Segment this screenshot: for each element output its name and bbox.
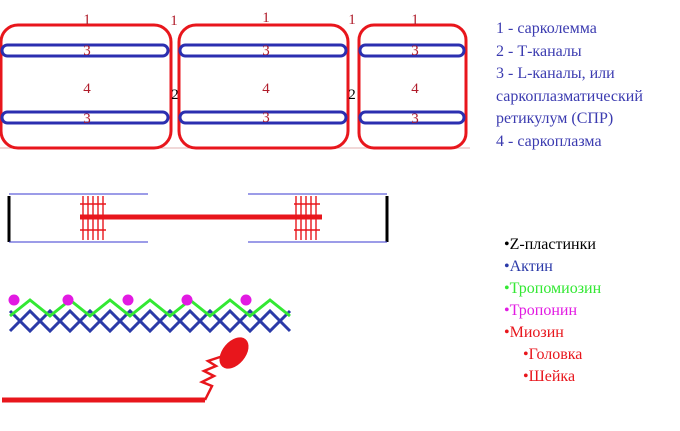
legend-actin: •Актин <box>504 256 674 278</box>
label-sarcoplasm: 4 <box>411 81 419 97</box>
label-sarcolemma: 1 <box>411 12 419 28</box>
legend-line: 2 - Т-каналы <box>496 41 676 64</box>
legend-troponin: •Тропонин <box>504 300 674 322</box>
myosin-molecule <box>2 332 254 400</box>
muscle-fiber-1: 1 3 4 3 <box>1 12 171 148</box>
label-l-channel: 3 <box>411 111 419 127</box>
troponin-dot <box>182 295 193 306</box>
legend-z-discs: •Z-пластинки <box>504 234 674 256</box>
legend-line: 1 - сарколемма <box>496 18 676 41</box>
label-sarcoplasm: 4 <box>83 81 91 97</box>
legend-head: •Головка <box>504 344 674 366</box>
muscle-fiber-3: 1 3 4 3 <box>359 12 466 148</box>
label-l-channel: 3 <box>262 110 270 126</box>
label-l-channel: 3 <box>83 111 91 127</box>
label-t-channel: 2 <box>348 87 356 103</box>
legend-line: 3 - L-каналы, или <box>496 63 676 86</box>
legend-line: ретикулум (СПР) <box>496 108 676 131</box>
thin-filament-section <box>2 295 290 401</box>
legend-neck: •Шейка <box>504 366 674 388</box>
label-l-channel: 3 <box>411 43 419 59</box>
legend-line: 4 - саркоплазма <box>496 131 676 154</box>
legend-line: саркоплазматический <box>496 86 676 109</box>
troponin-group <box>9 295 252 306</box>
label-sarcolemma-gap: 1 <box>170 13 178 29</box>
troponin-dot <box>241 295 252 306</box>
legend-tropomyosin: •Тропомиозин <box>504 278 674 300</box>
legend-myosin: •Миозин <box>504 322 674 344</box>
troponin-dot <box>123 295 134 306</box>
legend-channels: 1 - сарколемма 2 - Т-каналы 3 - L-каналы… <box>496 18 676 153</box>
muscle-fibers-section: 1 3 4 3 1 2 1 3 4 3 1 2 1 3 4 3 <box>0 10 470 148</box>
label-sarcoplasm: 4 <box>262 81 270 97</box>
troponin-dot <box>9 295 20 306</box>
myosin-head <box>214 332 255 374</box>
label-sarcolemma: 1 <box>262 10 270 26</box>
legend-proteins: •Z-пластинки •Актин •Тропомиозин •Тропон… <box>504 234 674 388</box>
label-sarcolemma: 1 <box>83 12 91 28</box>
label-l-channel: 3 <box>262 43 270 59</box>
sarcomere-section <box>9 194 387 242</box>
muscle-fiber-2: 1 3 4 3 <box>179 10 348 148</box>
label-sarcolemma-gap: 1 <box>348 12 356 28</box>
troponin-dot <box>63 295 74 306</box>
label-l-channel: 3 <box>83 43 91 59</box>
